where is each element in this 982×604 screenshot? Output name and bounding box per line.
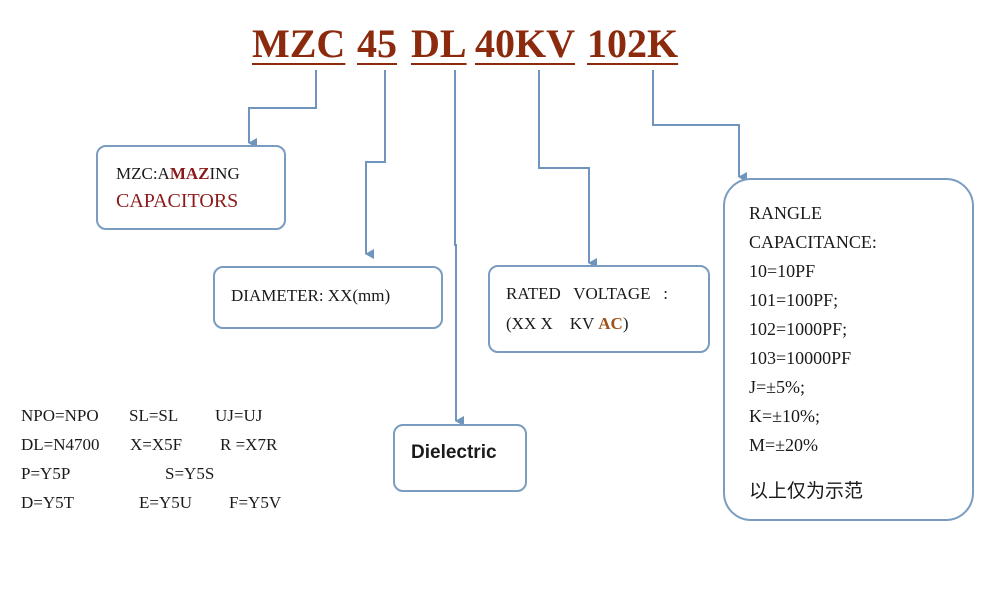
code-capacitance: 102K [587,21,679,66]
voltage-unit: (XX X KV AC) [506,314,629,333]
tolerance-line: K=±10%; [749,406,821,426]
code-series: MZC [252,21,346,66]
series-connector [248,70,317,148]
code-diameter: 45 [357,21,397,66]
diameter-label: DIAMETER: XX(mm) [231,286,391,305]
capacitance-line: 103=10000PF [749,348,852,368]
tolerance-line: J=±5%; [749,377,806,397]
capacitance-line: 10=10PF [749,261,816,281]
capacitance-line: 102=1000PF; [749,319,848,339]
voltage-box: RATED VOLTAGE : (XX X KV AC) [488,265,710,353]
capacitance-line: CAPACITANCE: [749,232,877,252]
voltage-label: RATED VOLTAGE : [506,284,669,303]
example-note: 以上仅为示范 [749,480,864,502]
tolerance-line: M=±20% [749,435,819,455]
series-name: MZC:AMAZING [116,164,240,183]
code-cell: UJ=UJ [215,406,263,425]
code-cell: R =X7R [220,435,278,454]
code-cell: SL=SL [129,406,179,425]
capacitance-connector [652,70,747,182]
code-cell: DL=N4700 [21,435,100,454]
code-cell: F=Y5V [229,493,282,512]
dielectric-box: Dielectric [393,424,527,492]
capacitance-line: 101=100PF; [749,290,839,310]
code-cell: S=Y5S [165,464,215,483]
diameter-connector [365,70,386,259]
series-box: MZC:AMAZING CAPACITORS [96,145,286,230]
code-cell: E=Y5U [139,493,193,512]
diameter-box: DIAMETER: XX(mm) [213,266,443,329]
capacitance-line: RANGLE [749,203,822,223]
capacitance-box: RANGLE CAPACITANCE: 10=10PF 101=100PF; 1… [723,178,974,521]
code-cell: P=Y5P [21,464,71,483]
code-cell: X=X5F [130,435,183,454]
series-capacitors: CAPACITORS [116,190,239,212]
code-voltage: 40KV [475,21,575,66]
voltage-connector [538,70,597,268]
dielectric-label: Dielectric [411,442,497,463]
dielectric-connector [454,70,464,426]
code-cell: NPO=NPO [21,406,99,425]
code-dielectric: DL [411,21,467,66]
code-cell: D=Y5T [21,493,75,512]
